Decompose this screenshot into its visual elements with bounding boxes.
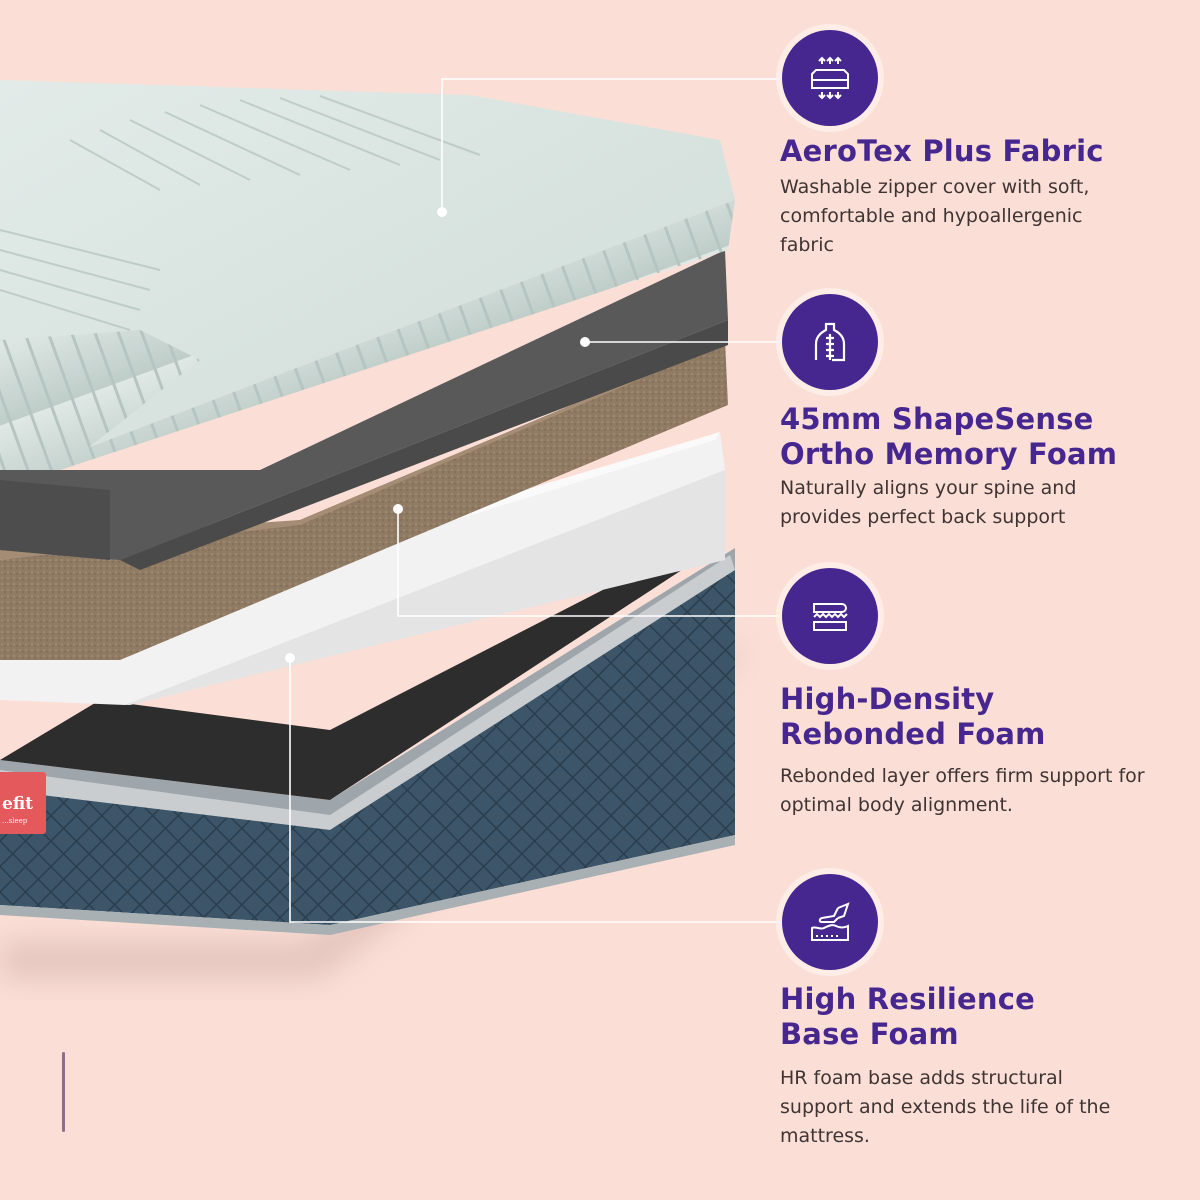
feature-title-line2: Rebonded Foam xyxy=(780,717,1046,751)
feature-description: HR foam base adds structural support and… xyxy=(780,1067,1111,1147)
mattress-breathable-icon xyxy=(782,30,878,126)
feature-title-line1: 45mm ShapeSense xyxy=(780,402,1094,436)
feature-aerotex-fabric: AeroTex Plus Fabric Washable zipper cove… xyxy=(780,30,1180,260)
feature-shapesense-memory-foam: 45mm ShapeSense Ortho Memory Foam Natura… xyxy=(780,294,1180,532)
brand-label-subtext: ...sleep xyxy=(2,817,28,825)
mattress-layers-illustration xyxy=(0,80,740,980)
spine-support-icon xyxy=(782,294,878,390)
feature-title-line2: Ortho Memory Foam xyxy=(780,437,1118,471)
brand-label-tag: efit ...sleep xyxy=(0,772,46,834)
feature-description: Washable zipper cover with soft, comfort… xyxy=(780,176,1090,256)
feature-title-line1: High-Density xyxy=(780,682,995,716)
rebonded-layer-icon xyxy=(782,568,878,664)
feature-hr-base-foam: High Resilience Base Foam HR foam base a… xyxy=(780,874,1180,1151)
vertical-divider-bar xyxy=(62,1052,65,1132)
feature-rebonded-foam: High-Density Rebonded Foam Rebonded laye… xyxy=(780,568,1180,820)
feature-description: Naturally aligns your spine and provides… xyxy=(780,477,1077,528)
hand-press-foam-icon xyxy=(782,874,878,970)
feature-description: Rebonded layer offers firm support for o… xyxy=(780,765,1145,816)
feature-title-line1: High Resilience xyxy=(780,982,1035,1016)
feature-title-line2: Base Foam xyxy=(780,1017,959,1051)
brand-label-text: efit xyxy=(2,794,34,814)
feature-title: AeroTex Plus Fabric xyxy=(780,134,1104,168)
